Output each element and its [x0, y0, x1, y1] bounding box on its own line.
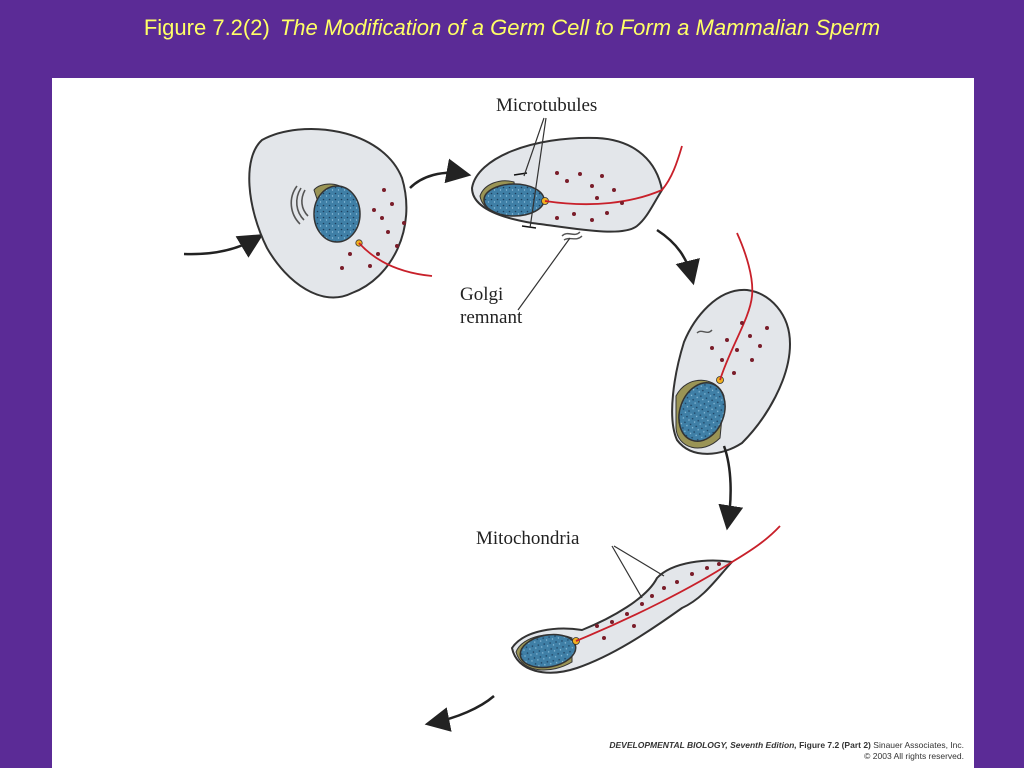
mitochondria-pointer	[611, 545, 665, 599]
stage1-cell	[248, 128, 433, 299]
credit-publisher: Sinauer Associates, Inc.	[873, 740, 964, 750]
stage4-nucleus	[519, 633, 577, 669]
golgi-remnant-shape	[561, 231, 583, 241]
figure-title: The Modification of a Germ Cell to Form …	[279, 15, 881, 40]
stage2-cell	[470, 136, 683, 241]
microtubules-label: Microtubules	[496, 95, 597, 116]
credit-copyright: © 2003 All rights reserved.	[864, 751, 964, 761]
stage4-flagellum	[575, 525, 781, 642]
exit-arrow	[424, 695, 495, 732]
microtubules-pointer	[523, 117, 547, 229]
entry-arrow	[183, 234, 264, 258]
arrow-3-to-4	[718, 445, 744, 531]
stage2-flagellum	[544, 145, 683, 206]
stage4-cell	[510, 525, 781, 674]
stage1-golgi	[290, 185, 309, 225]
credit-book: DEVELOPMENTAL BIOLOGY, Seventh Edition,	[609, 740, 797, 750]
mitochondria-label: Mitochondria	[476, 528, 580, 549]
stage1-nucleus	[313, 185, 361, 243]
sperm-formation-diagram: Microtubules Golgi remnant Mitochondria	[183, 95, 792, 732]
golgi-label-line1: Golgi	[460, 284, 503, 305]
slide-title: Figure 7.2(2) The Modification of a Germ …	[0, 14, 1024, 42]
stage3-nucleus	[678, 382, 726, 442]
golgi-pointer	[517, 237, 571, 311]
credit-figure: Figure 7.2 (Part 2)	[799, 740, 871, 750]
stage2-nucleus	[483, 183, 545, 217]
arrow-1-to-2	[409, 158, 472, 189]
stage1-flagellum	[358, 242, 433, 277]
stage3-golgi	[696, 329, 713, 334]
stage3-flagellum	[719, 232, 754, 381]
figure-credit: DEVELOPMENTAL BIOLOGY, Seventh Edition, …	[609, 740, 964, 762]
arrow-2-to-3	[656, 228, 700, 286]
figure-number: Figure 7.2(2)	[143, 15, 270, 40]
stage3-cell	[671, 232, 792, 455]
figure-panel: Microtubules Golgi remnant Mitochondria …	[52, 78, 974, 768]
golgi-label-line2: remnant	[460, 307, 523, 328]
